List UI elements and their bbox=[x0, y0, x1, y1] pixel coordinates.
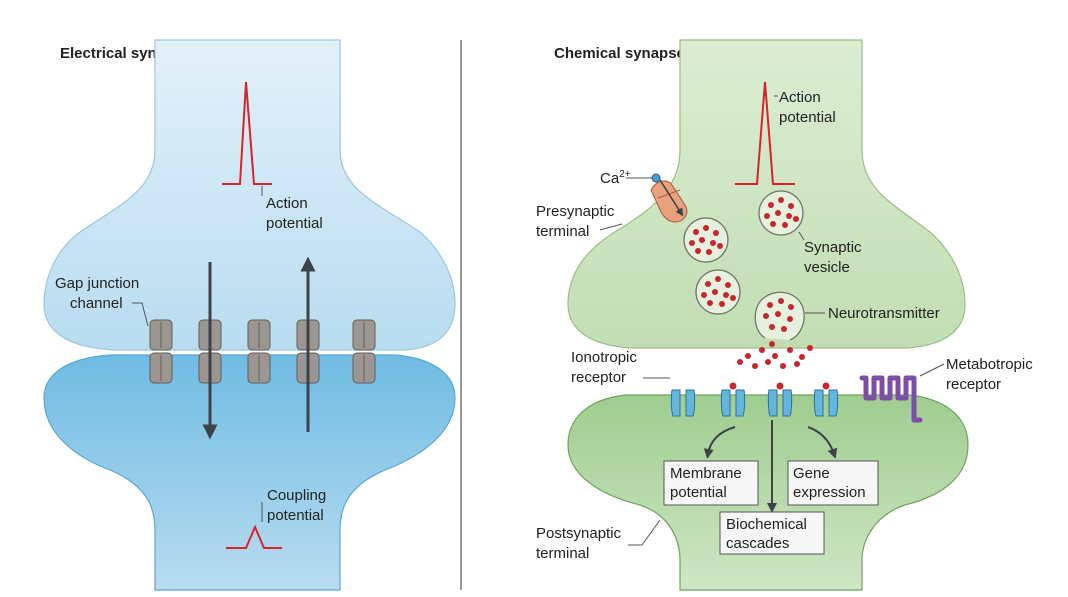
chemical-action-potential-spike bbox=[735, 81, 795, 185]
ionotropic-receptor bbox=[720, 382, 746, 417]
svg-text:Membrane potential: Membrane potential bbox=[670, 465, 746, 501]
ionotropic-receptor bbox=[670, 389, 696, 417]
gap-junction-channel bbox=[149, 319, 173, 384]
ionotropic-receptors bbox=[670, 382, 839, 417]
gene-expression-box: Gene expression bbox=[787, 460, 879, 506]
biochemical-cascades-box: Biochemical cascades bbox=[719, 511, 825, 555]
chemical-synapse-panel: Chemical synapse Action potential Ca2+ P… bbox=[536, 39, 1037, 591]
coupling-potential-label: Coupling potential bbox=[267, 487, 330, 524]
chemical-postsynaptic-terminal bbox=[567, 394, 969, 591]
metabotropic-receptor bbox=[859, 375, 923, 423]
metabotropic-receptor-label: Metabotropic receptor bbox=[946, 356, 1037, 393]
gene-expression-arrow bbox=[807, 426, 838, 459]
svg-text:Gene expression: Gene expression bbox=[793, 465, 866, 501]
gap-junction-leader bbox=[132, 302, 149, 327]
presynaptic-terminal-label: Presynaptic terminal bbox=[536, 203, 619, 240]
electrical-action-potential-spike bbox=[222, 81, 272, 185]
synaptic-vesicle bbox=[758, 190, 804, 236]
electrical-action-potential-label: Action potential bbox=[266, 195, 323, 232]
fusing-vesicle bbox=[754, 291, 805, 341]
gap-junction-channel bbox=[247, 319, 271, 384]
ionotropic-receptor bbox=[767, 382, 793, 417]
chemical-title: Chemical synapse bbox=[554, 45, 685, 62]
neurotransmitter-label: Neurotransmitter bbox=[828, 305, 940, 322]
synaptic-vesicle bbox=[683, 217, 729, 263]
gap-junction-label: Gap junction channel bbox=[55, 275, 143, 312]
membrane-potential-box: Membrane potential bbox=[663, 460, 759, 506]
postsynaptic-terminal-label: Postsynaptic terminal bbox=[536, 525, 625, 562]
calcium-ion bbox=[651, 173, 661, 183]
chemical-presynaptic-terminal bbox=[567, 39, 966, 349]
electrical-postsynaptic-terminal bbox=[43, 354, 456, 591]
ionotropic-receptor bbox=[813, 382, 839, 417]
calcium-label: Ca2+ bbox=[600, 169, 631, 187]
gap-junction-channel bbox=[352, 319, 376, 384]
svg-text:Biochemical cascades: Biochemical cascades bbox=[726, 516, 811, 552]
coupling-potential-spike bbox=[226, 524, 282, 549]
electrical-synapse-panel: Electrical synapse bbox=[43, 39, 456, 591]
chemical-action-potential-label: Action potential bbox=[779, 89, 836, 126]
released-neurotransmitter bbox=[737, 341, 813, 369]
ionotropic-receptor-label: Ionotropic receptor bbox=[571, 349, 641, 386]
membrane-potential-arrow bbox=[703, 426, 736, 459]
synaptic-vesicle-label: Synaptic vesicle bbox=[804, 239, 866, 276]
synaptic-vesicles bbox=[683, 190, 805, 341]
synaptic-vesicle bbox=[695, 269, 741, 315]
